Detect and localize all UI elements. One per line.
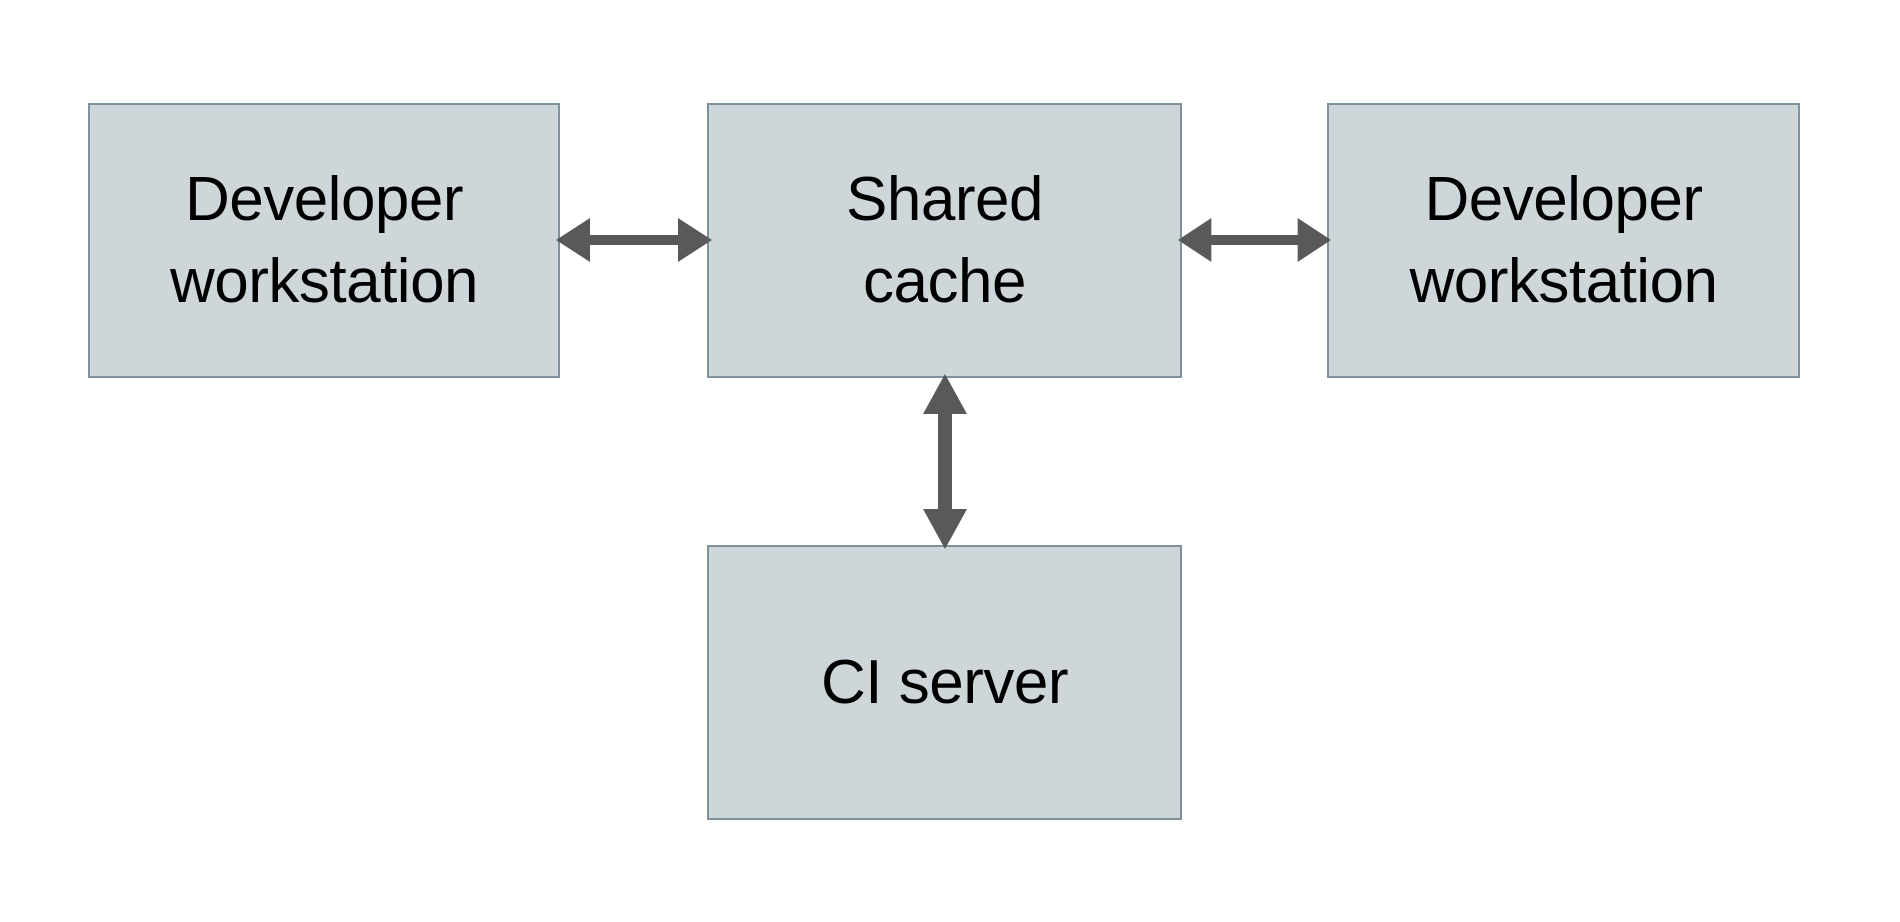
double-arrow-icon-right	[1178, 208, 1331, 272]
node-label: CI server	[821, 647, 1068, 717]
node-shared-cache[interactable]: Shared cache	[707, 103, 1182, 378]
double-arrow-icon-left	[556, 208, 712, 272]
double-arrow-icon-bottom	[913, 374, 977, 549]
node-label: Developer workstation	[1409, 164, 1718, 316]
node-label: Developer workstation	[169, 164, 479, 316]
node-developer-workstation-right[interactable]: Developer workstation	[1327, 103, 1800, 378]
node-label: Shared cache	[846, 164, 1043, 316]
node-developer-workstation-left[interactable]: Developer workstation	[88, 103, 560, 378]
node-ci-server[interactable]: CI server	[707, 545, 1182, 820]
